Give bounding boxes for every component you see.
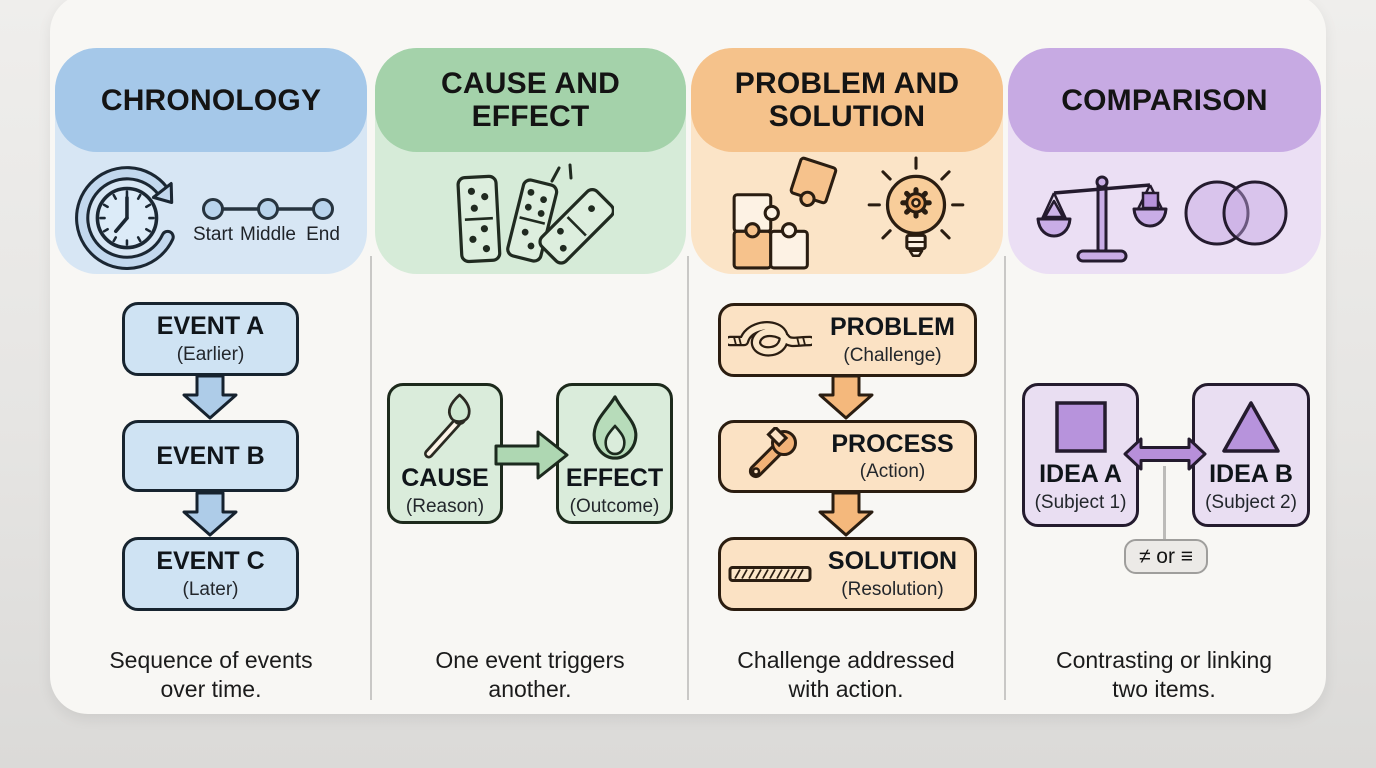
solution-box: SOLUTION (Resolution)	[718, 537, 977, 611]
problem-solution-title: PROBLEM AND	[734, 67, 960, 100]
column-divider	[1004, 256, 1006, 700]
wrench-icon	[748, 426, 797, 478]
column-divider	[687, 256, 689, 700]
triangle-icon	[1222, 401, 1280, 453]
problem-solution-header: PROBLEM AND SOLUTION	[691, 48, 1003, 152]
square-icon	[1054, 401, 1107, 453]
timeline-label-end: End	[306, 224, 340, 245]
problem-solution-caption: Challenge addressed with action.	[737, 647, 955, 702]
cause-effect-title: CAUSE AND	[440, 67, 621, 100]
rope-icon	[728, 566, 812, 582]
comparison-caption: Contrasting or linking two items.	[1055, 647, 1273, 702]
event-a-box: EVENT A (Earlier)	[122, 302, 299, 376]
relation-badge: ≠ or ≡	[1124, 539, 1208, 574]
idea-b-box: IDEA B (Subject 2)	[1192, 383, 1310, 527]
badge-connector-line	[1163, 466, 1166, 542]
idea-a-box: IDEA A (Subject 1)	[1022, 383, 1139, 527]
clock-cycle-icon	[75, 166, 175, 270]
chronology-header: CHRONOLOGY	[55, 48, 367, 152]
venn-diagram-icon	[1184, 180, 1288, 246]
flame-icon	[592, 395, 637, 460]
problem-box: PROBLEM (Challenge)	[718, 303, 977, 377]
double-arrow	[1123, 437, 1207, 471]
dominoes-icon	[456, 163, 614, 265]
comparison-title: COMPARISON	[1061, 83, 1268, 117]
timeline-label-start: Start	[192, 224, 234, 245]
event-c-box: EVENT C (Later)	[122, 537, 299, 611]
cause-box: CAUSE (Reason)	[387, 383, 503, 524]
right-arrow	[494, 430, 569, 480]
down-arrow	[182, 491, 238, 537]
effect-box: EFFECT (Outcome)	[556, 383, 673, 524]
down-arrow	[818, 491, 874, 537]
timeline-icon	[202, 198, 334, 220]
chronology-title: CHRONOLOGY	[100, 83, 322, 117]
down-arrow	[818, 374, 874, 420]
process-box: PROCESS (Action)	[718, 420, 977, 493]
timeline-label-middle: Middle	[240, 224, 296, 245]
match-icon	[424, 393, 471, 459]
event-b-box: EVENT B	[122, 420, 299, 492]
puzzle-icon	[732, 156, 838, 270]
knot-icon	[728, 321, 812, 357]
balance-scale-icon	[1036, 175, 1168, 263]
down-arrow	[182, 374, 238, 420]
comparison-header: COMPARISON	[1008, 48, 1321, 152]
lightbulb-gear-icon	[867, 156, 965, 258]
column-divider	[370, 256, 372, 700]
cause-effect-header: CAUSE AND EFFECT	[375, 48, 686, 152]
chronology-caption: Sequence of events over time.	[109, 647, 313, 702]
cause-effect-caption: One event triggers another.	[435, 647, 625, 702]
